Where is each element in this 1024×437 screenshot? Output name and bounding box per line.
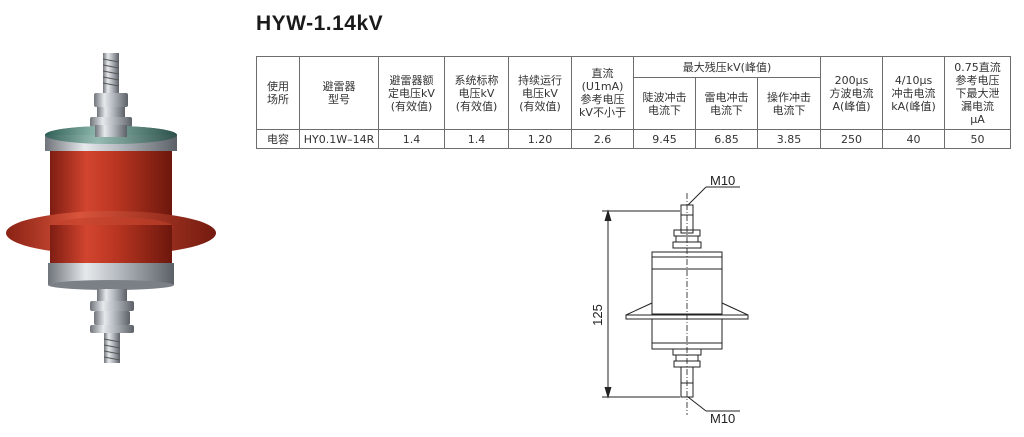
cell-model: HY0.1W–14R (299, 129, 379, 149)
dimension-drawing: M10 M10 125 (590, 175, 749, 425)
header-rated-voltage: 避雷器额 定电压kV (有效值) (378, 56, 445, 130)
cell-system-voltage: 1.4 (444, 129, 509, 149)
header-continuous-voltage: 持续运行 电压kV (有效值) (508, 56, 572, 130)
cell-switching: 3.85 (756, 129, 822, 149)
cell-steep-wave: 9.45 (633, 129, 696, 149)
header-switching: 操作冲击 电流下 (756, 77, 822, 130)
header-system-voltage: 系统标称 电压kV (有效值) (444, 56, 509, 130)
header-max-residual: 最大残压kV(峰值) (632, 56, 822, 78)
table-row: 电容 HY0.1W–14R 1.4 1.4 1.20 2.6 9.45 6.85… (256, 129, 1012, 149)
height-dimension-label: 125 (590, 304, 605, 326)
cell-lightning: 6.85 (695, 129, 758, 149)
bottom-thread-label: M10 (710, 411, 735, 425)
cell-rated-voltage: 1.4 (378, 129, 445, 149)
cell-square-wave: 250 (820, 129, 884, 149)
top-thread-label: M10 (710, 175, 735, 188)
cell-usage: 电容 (256, 129, 300, 149)
header-lightning: 雷电冲击 电流下 (695, 77, 758, 130)
cell-impulse-current: 40 (882, 129, 946, 149)
header-impulse-current: 4/10μs 冲击电流 kA(峰值) (882, 56, 946, 130)
header-leakage: 0.75直流 参考电压 下最大泄 漏电流 μA (944, 56, 1012, 130)
surge-arrester-photo (6, 53, 216, 363)
spec-table: 使用 场所 避雷器 型号 避雷器额 定电压kV (有效值) 系统标称 电压kV … (256, 56, 1012, 149)
header-dc-reference: 直流 (U1mA) 参考电压 kV不小于 (571, 56, 634, 130)
header-steep-wave: 陡波冲击 电流下 (633, 77, 696, 130)
cell-dc-reference: 2.6 (571, 129, 634, 149)
header-usage: 使用 场所 (256, 56, 300, 130)
page-title: HYW-1.14kV (256, 12, 384, 35)
header-model: 避雷器 型号 (299, 56, 379, 130)
cell-continuous-voltage: 1.20 (508, 129, 572, 149)
cell-leakage: 50 (944, 129, 1012, 149)
header-square-wave: 200μs 方波电流 A(峰值) (820, 56, 884, 130)
table-subheader-row: 陡波冲击 电流下 雷电冲击 电流下 操作冲击 电流下 (257, 77, 1011, 130)
table-header-row: 使用 场所 避雷器 型号 避雷器额 定电压kV (有效值) 系统标称 电压kV … (256, 56, 1012, 130)
